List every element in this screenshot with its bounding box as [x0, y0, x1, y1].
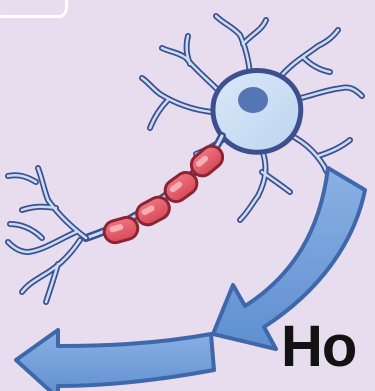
- nucleus-icon: [238, 87, 268, 113]
- caption-text: Ho: [281, 318, 356, 376]
- myelin-sheath: [102, 142, 227, 246]
- curved-arrow-bottom: [16, 330, 214, 391]
- axon-terminals: [8, 168, 86, 302]
